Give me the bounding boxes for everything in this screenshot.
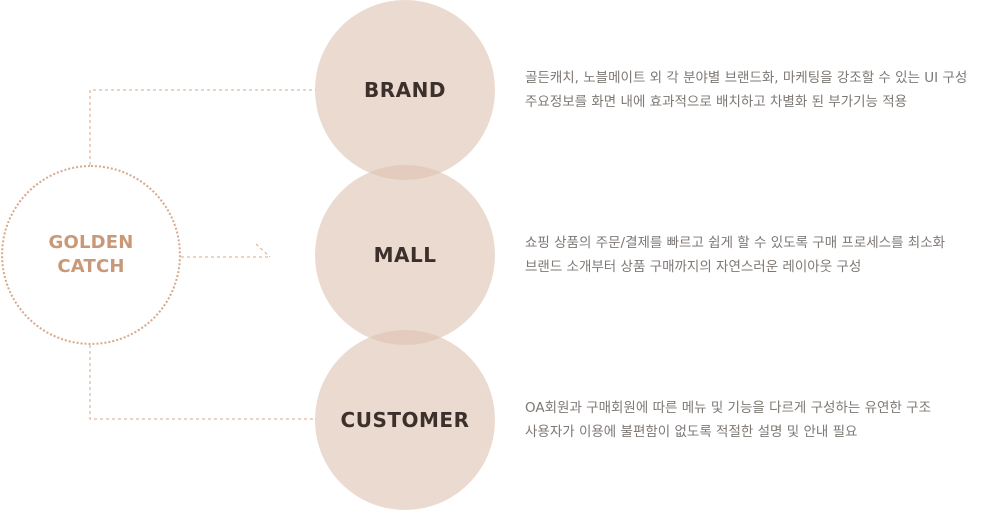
brand-description: 골든캐치, 노블메이트 외 각 분야별 브랜드화, 마케팅을 강조할 수 있는 … [525, 66, 995, 114]
customer-description-line-2: 사용자가 이용에 불편함이 없도록 적절한 설명 및 안내 필요 [525, 424, 858, 440]
customer-circle: CUSTOMER [315, 330, 495, 510]
customer-description-line-1: OA회원과 구매회원에 따른 메뉴 및 기능을 다르게 구성하는 유연한 구조 [525, 400, 932, 416]
mall-circle: MALL [315, 165, 495, 345]
mall-description-line-1: 쇼핑 상품의 주문/결제를 빠르고 쉽게 할 수 있도록 구매 프로세스를 최소… [525, 235, 946, 251]
dashed-arrow-icon [181, 243, 271, 258]
customer-description: OA회원과 구매회원에 따른 메뉴 및 기능을 다르게 구성하는 유연한 구조 … [525, 396, 995, 444]
mall-description: 쇼핑 상품의 주문/결제를 빠르고 쉽게 할 수 있도록 구매 프로세스를 최소… [525, 231, 995, 279]
brand-circle: BRAND [315, 0, 495, 180]
mall-label: MALL [373, 243, 437, 267]
hub-title-line-1: GOLDEN [48, 232, 134, 253]
golden-catch-hub: GOLDEN CATCH [1, 165, 181, 345]
mall-description-line-2: 브랜드 소개부터 상품 구매까지의 자연스러운 레이아웃 구성 [525, 259, 862, 275]
brand-description-line-2: 주요정보를 화면 내에 효과적으로 배치하고 차별화 된 부가기능 적용 [525, 94, 908, 110]
connector-customer [89, 345, 316, 420]
connector-brand [89, 89, 316, 165]
brand-label: BRAND [364, 78, 446, 102]
hub-title-line-2: CATCH [57, 256, 125, 277]
customer-label: CUSTOMER [340, 408, 470, 432]
brand-description-line-1: 골든캐치, 노블메이트 외 각 분야별 브랜드화, 마케팅을 강조할 수 있는 … [525, 70, 968, 86]
